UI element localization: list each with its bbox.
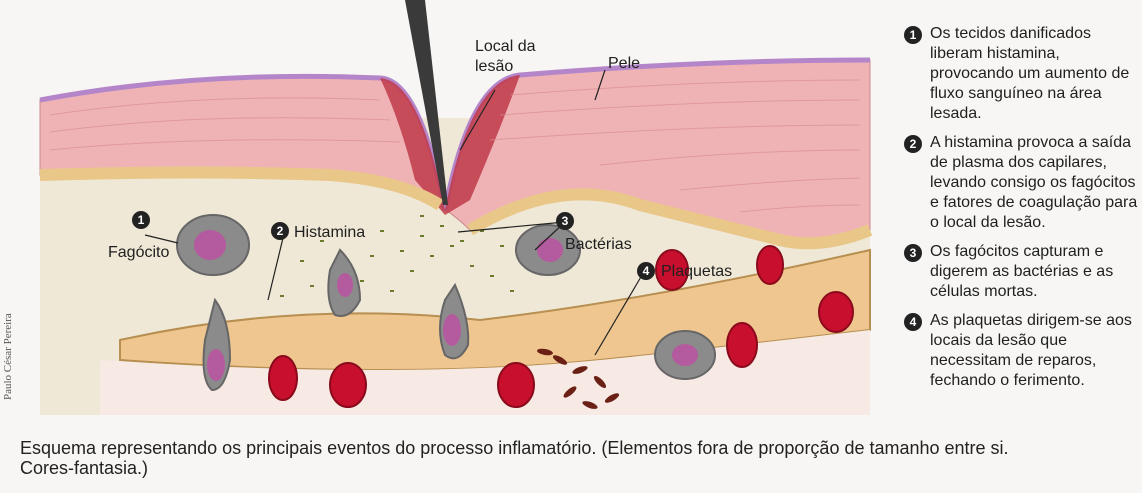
label-pele: Pele	[608, 55, 640, 73]
marker-1: 1	[132, 211, 150, 229]
legend-text-4: As plaquetas dirigem-se aos locais da le…	[930, 312, 1132, 389]
legend-marker-2: 2	[904, 135, 922, 153]
label-histamina: Histamina	[294, 224, 365, 242]
legend-marker-3: 3	[904, 244, 922, 262]
legend-item-3: 3 Os fagócitos capturam e digerem as bac…	[900, 242, 1140, 302]
marker-2-badge: 2	[271, 222, 289, 240]
legend-marker-4: 4	[904, 313, 922, 331]
label-local-lesao-1: Local da	[475, 38, 536, 56]
label-bacterias: Bactérias	[565, 236, 632, 254]
legend-item-1: 1 Os tecidos danificados liberam histami…	[900, 24, 1140, 124]
legend-item-4: 4 As plaquetas dirigem-se aos locais da …	[900, 311, 1140, 391]
marker-3: 3	[556, 212, 574, 230]
marker-3-badge: 3	[556, 212, 574, 230]
legend-text-3: Os fagócitos capturam e digerem as bacté…	[930, 243, 1113, 300]
marker-1-badge: 1	[132, 211, 150, 229]
photo-credit: Paulo César Pereira	[2, 313, 14, 400]
legend-text-2: A histamina provoca a saída de plasma do…	[930, 134, 1137, 231]
label-local-lesao-2: lesão	[475, 58, 513, 76]
label-plaquetas: Plaquetas	[661, 263, 732, 281]
legend-item-2: 2 A histamina provoca a saída de plasma …	[900, 133, 1140, 233]
legend-marker-1: 1	[904, 26, 922, 44]
figure-caption: Esquema representando os principais even…	[20, 438, 1020, 478]
label-fagocito: Fagócito	[108, 244, 169, 262]
legend: 1 Os tecidos danificados liberam histami…	[900, 24, 1140, 400]
legend-text-1: Os tecidos danificados liberam histamina…	[930, 25, 1129, 122]
marker-4-badge: 4	[637, 262, 655, 280]
marker-2: 2	[271, 222, 289, 240]
marker-4: 4	[637, 262, 655, 280]
